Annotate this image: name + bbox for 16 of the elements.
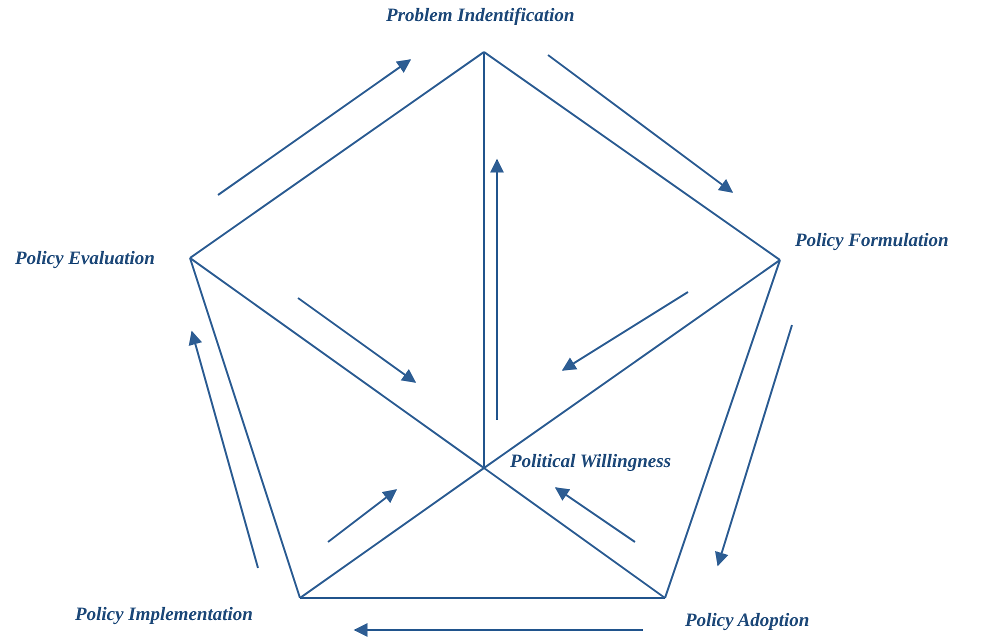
- pentagon-side: [483, 51, 781, 261]
- pentagon-side: [189, 258, 301, 598]
- stage-label: Policy Evaluation: [15, 248, 155, 270]
- pentagon-side: [664, 260, 781, 598]
- spoke-line: [483, 467, 666, 599]
- stage-label: Policy Adoption: [685, 610, 810, 632]
- stage-label: Policy Formulation: [795, 230, 949, 252]
- spoke-line: [483, 52, 485, 468]
- spoke-line: [483, 259, 781, 469]
- spoke-line: [299, 467, 485, 599]
- stage-label: Policy Implementation: [75, 604, 253, 626]
- pentagon-side: [189, 51, 485, 259]
- stage-label: Problem Indentification: [386, 5, 574, 27]
- pentagon-side: [300, 597, 665, 599]
- stage-label: Political Willingness: [510, 451, 671, 473]
- spoke-line: [189, 257, 485, 469]
